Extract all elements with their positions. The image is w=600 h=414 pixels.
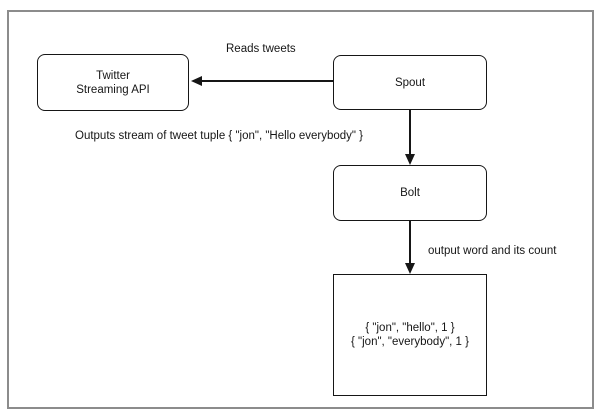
node-bolt: Bolt — [333, 165, 487, 221]
node-bolt-label: Bolt — [400, 187, 420, 199]
output-tuple-line1: { "jon", "hello", 1 } — [365, 322, 455, 334]
arrowhead-left-icon — [191, 76, 202, 86]
output-tuple-line2: { "jon", "everybody", 1 } — [351, 336, 469, 348]
node-twitter-streaming-api: Twitter Streaming API — [37, 54, 189, 111]
node-spout-label: Spout — [394, 76, 426, 89]
arrowhead-down-icon — [405, 154, 415, 165]
edge-spout-to-twitter — [199, 80, 333, 82]
node-twitter-label-line1: Twitter — [96, 69, 130, 82]
node-output-tuples: { "jon", "hello", 1 } { "jon", "everybod… — [333, 274, 487, 396]
edge-label-output-word-count: output word and its count — [428, 245, 557, 257]
node-twitter-label-line2: Streaming API — [76, 83, 150, 96]
node-spout: Spout — [333, 55, 487, 110]
edge-spout-to-bolt — [409, 110, 411, 156]
annotation-outputs-stream: Outputs stream of tweet tuple { "jon", "… — [75, 130, 364, 142]
edge-bolt-to-output — [409, 221, 411, 265]
arrowhead-down-icon — [405, 263, 415, 274]
edge-label-reads-tweets: Reads tweets — [226, 43, 296, 55]
